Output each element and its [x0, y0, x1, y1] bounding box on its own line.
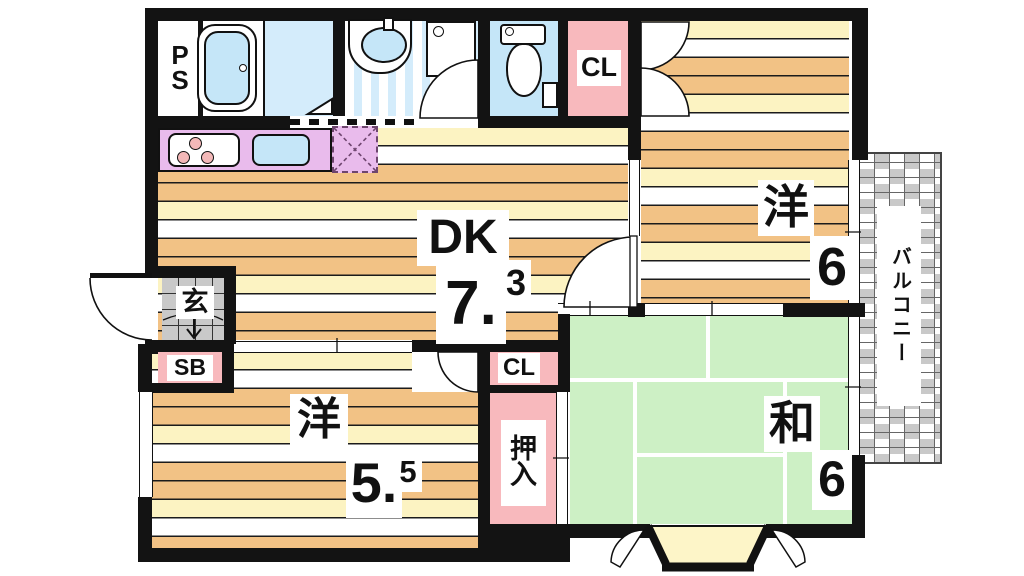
- tatami-line: [706, 314, 710, 378]
- kitchen-sink: [252, 134, 310, 166]
- wall: [152, 266, 236, 278]
- label-western6-kanji: 洋: [758, 180, 814, 236]
- label-ps: P S: [163, 32, 197, 104]
- wall: [478, 385, 558, 393]
- label-oshiire-char: 入: [510, 460, 537, 490]
- label-western55-size-sup: 5: [394, 452, 422, 492]
- stove-burner: [177, 151, 190, 164]
- label-japanese6-size: 6: [812, 450, 852, 510]
- wall: [478, 352, 490, 524]
- bay-window: [646, 525, 770, 565]
- dk-door-leaf: [629, 235, 638, 308]
- partition-line: [629, 160, 640, 236]
- label-oshiire-char: 押: [510, 434, 537, 465]
- wall: [333, 21, 345, 116]
- toilet-bowl: [506, 43, 542, 97]
- wall: [478, 116, 641, 128]
- toilet-paper-holder: [542, 82, 558, 108]
- label-ps-char: S: [171, 65, 189, 95]
- label-japanese6-kanji: 和: [764, 396, 820, 452]
- wall: [558, 524, 650, 538]
- sliding-door-western6-japanese: [645, 303, 783, 316]
- washing-machine-drain: [433, 26, 444, 37]
- wall: [138, 497, 152, 562]
- washbasin-bowl: [361, 27, 407, 63]
- wall: [222, 340, 234, 393]
- window-western55: [139, 392, 153, 497]
- label-genkan: 玄: [176, 286, 214, 319]
- label-dk-size-sup: 3: [501, 260, 531, 306]
- label-dk-size: 7.: [436, 264, 506, 344]
- wall: [558, 21, 568, 116]
- wall: [224, 266, 236, 344]
- wall: [138, 548, 490, 562]
- closet-door-alcove: [412, 352, 478, 392]
- label-dk: DK: [417, 210, 509, 266]
- stove-burner: [201, 151, 214, 164]
- tatami-line: [637, 453, 783, 457]
- wall: [628, 303, 645, 317]
- stove-burner: [189, 137, 202, 150]
- label-western55-kanji: 洋: [290, 394, 348, 446]
- wall: [152, 340, 232, 352]
- bathtub-drain: [239, 64, 247, 72]
- wall: [145, 8, 868, 21]
- washbasin-faucet: [383, 17, 394, 31]
- bath-washing-area: [263, 21, 335, 116]
- wall: [848, 303, 865, 317]
- label-ps-char: P: [171, 40, 189, 71]
- wall: [766, 524, 865, 538]
- label-closet-bottom: CL: [498, 353, 540, 383]
- refrigerator-space: [332, 126, 378, 173]
- dk-corridor: [558, 128, 628, 304]
- wall: [152, 383, 232, 393]
- label-closet-top: CL: [577, 50, 621, 86]
- dashed-partition-line: [290, 119, 420, 125]
- wall: [158, 116, 290, 128]
- wall: [478, 21, 490, 116]
- entrance-door-leaf: [90, 273, 152, 278]
- label-balcony: バルコニー: [877, 206, 921, 406]
- wall: [145, 8, 158, 278]
- bay-window-side: [644, 524, 670, 566]
- label-oshiire: 押 入: [501, 420, 546, 506]
- toilet-flush-button: [505, 27, 514, 36]
- window-japanese6-balcony: [848, 317, 860, 455]
- wall: [138, 344, 152, 392]
- fusuma-oshiire: [556, 392, 568, 524]
- tatami-line: [570, 378, 852, 382]
- sliding-door-dk-western55: [232, 341, 412, 353]
- entrance-door-arc: [89, 277, 153, 341]
- label-western6-size: 6: [810, 236, 854, 300]
- wall: [852, 455, 865, 538]
- wall: [628, 21, 641, 160]
- wall: [478, 524, 570, 562]
- label-shoe-box: SB: [167, 355, 213, 381]
- wall: [558, 314, 570, 392]
- label-western55-size: 5.: [346, 448, 402, 518]
- wall: [852, 8, 868, 160]
